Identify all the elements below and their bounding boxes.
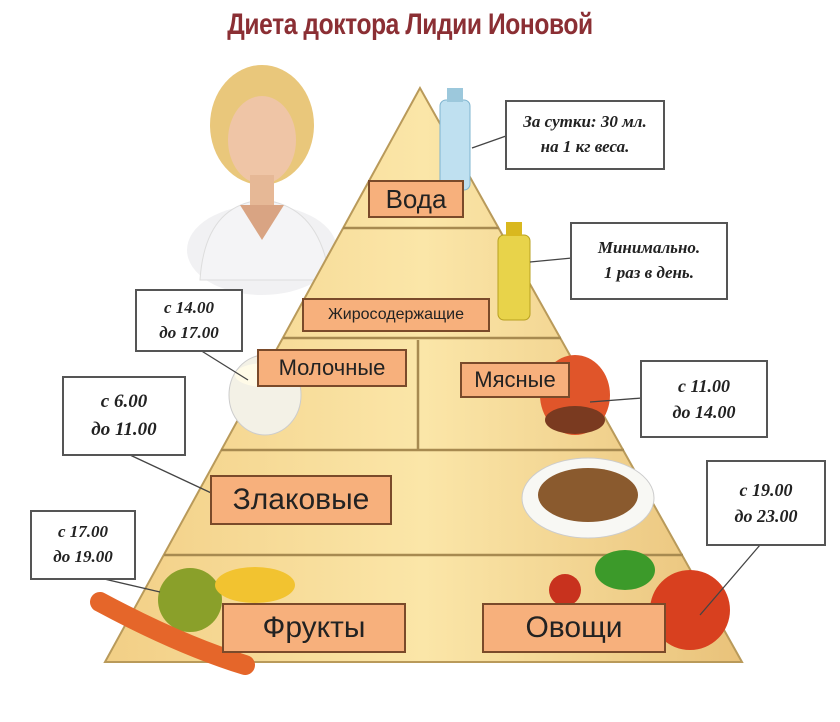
oil-bottle-image	[497, 222, 531, 321]
tier-label-vegetables: Овощи	[482, 603, 666, 653]
note-fats-line-2: 1 раз в день.	[604, 263, 694, 282]
note-fruits: с 17.00 до 19.00	[30, 510, 136, 580]
tier-label-grains: Злаковые	[210, 475, 392, 525]
tier-label-meat: Мясные	[460, 362, 570, 398]
note-grains: с 6.00 до 11.00	[62, 376, 186, 456]
note-fruits-line-2: до 19.00	[53, 547, 113, 566]
tier-label-fats: Жиросодержащие	[302, 298, 490, 332]
note-fats-line-1: Минимально.	[597, 238, 701, 258]
note-water: За сутки: 30 мл. на 1 кг веса.	[505, 100, 665, 170]
note-vegetables-line-2: до 23.00	[734, 506, 798, 526]
tier-label-fruits: Фрукты	[222, 603, 406, 653]
water-bottle-image	[439, 88, 471, 191]
note-dairy-line-1: с 14.00	[163, 297, 215, 317]
note-fruits-line-1: с 17.00	[57, 522, 109, 542]
note-vegetables: с 19.00 до 23.00	[706, 460, 826, 546]
note-dairy-line-2: до 17.00	[159, 322, 219, 342]
note-vegetables-line-1: с 19.00	[739, 479, 793, 500]
tier-label-dairy: Молочные	[257, 349, 407, 387]
note-water-line-2: на 1 кг веса.	[540, 137, 630, 156]
grain-bowl-image	[521, 457, 655, 539]
vegetables-image	[549, 550, 730, 650]
tier-label-water: Вода	[368, 180, 464, 218]
note-grains-line-1: с 6.00	[100, 391, 148, 413]
note-dairy: с 14.00 до 17.00	[135, 289, 243, 352]
note-water-line-1: За сутки: 30 мл.	[523, 112, 647, 132]
page-title: Диета доктора Лидии Ионовой	[227, 8, 593, 41]
note-meat: с 11.00 до 14.00	[640, 360, 768, 438]
doctor-photo	[187, 65, 337, 295]
note-fats: Минимально. 1 раз в день.	[570, 222, 728, 300]
fruits-image	[90, 567, 295, 675]
note-meat-line-2: до 14.00	[672, 402, 736, 422]
note-meat-line-1: с 11.00	[678, 375, 730, 396]
note-grains-line-2: до 11.00	[91, 419, 157, 440]
